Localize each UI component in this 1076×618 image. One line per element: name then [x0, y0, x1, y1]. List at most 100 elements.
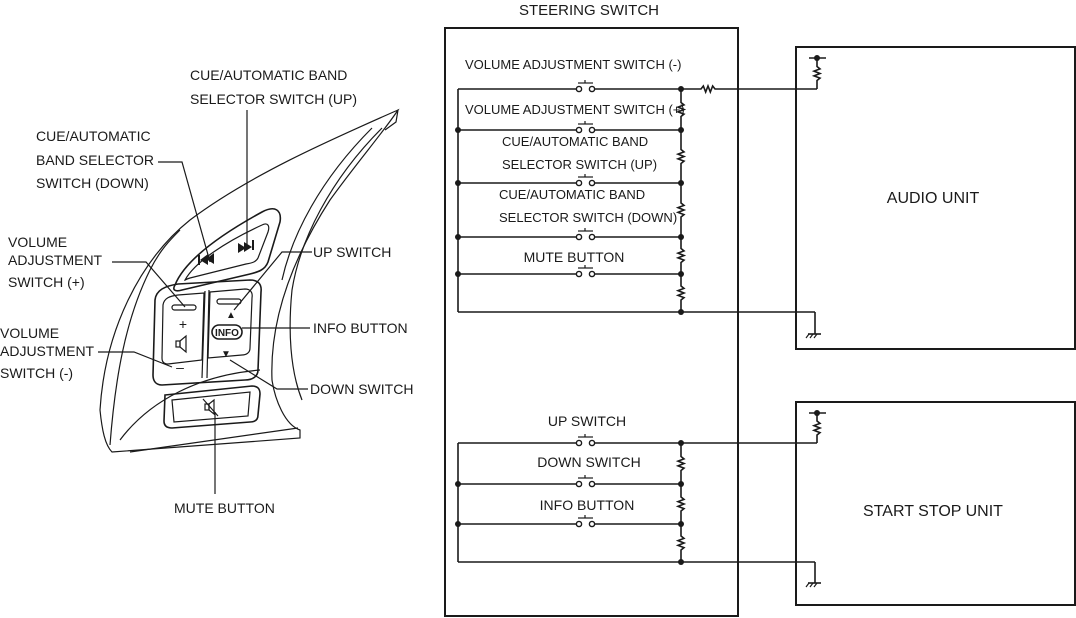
- svg-text:VOLUME: VOLUME: [8, 234, 67, 250]
- ladder-resistor: [675, 484, 687, 524]
- previous-track-icon: [198, 253, 214, 265]
- volume-switch-pad[interactable]: [161, 292, 205, 365]
- switch-contact: [575, 233, 583, 241]
- ground-hatch: [809, 582, 814, 588]
- switch-contact: [575, 439, 583, 447]
- info-switch-pad[interactable]: [207, 288, 253, 359]
- switch-contact: [575, 270, 583, 278]
- switch-contact: [588, 233, 596, 241]
- push-switch-2: [575, 174, 596, 187]
- callout-info-button: INFO BUTTON: [313, 320, 408, 336]
- info-indicator-bar: [216, 298, 242, 305]
- svg-text:ADJUSTMENT: ADJUSTMENT: [8, 252, 103, 268]
- switch-contact: [575, 179, 583, 187]
- svg-text:SELECTOR SWITCH (UP): SELECTOR SWITCH (UP): [190, 91, 357, 107]
- next-track-icon: [238, 240, 254, 253]
- push-switch-2: [575, 515, 596, 528]
- svg-text:SWITCH (DOWN): SWITCH (DOWN): [36, 175, 149, 191]
- info-glyph: INFO: [215, 328, 239, 339]
- switch-label: SELECTOR SWITCH (UP): [502, 157, 657, 172]
- switch-divider: [201, 290, 206, 379]
- audio-unit-label: AUDIO UNIT: [887, 190, 980, 207]
- callout-cue-up: CUE/AUTOMATIC BAND SELECTOR SWITCH (UP): [190, 67, 357, 107]
- ladder-resistor: [675, 274, 687, 312]
- unit-internals: [681, 55, 826, 588]
- info-button-icon[interactable]: [211, 324, 243, 340]
- speaker-icon: [175, 334, 187, 354]
- switch-label: CUE/AUTOMATIC BAND: [502, 134, 648, 149]
- ladder-resistor: [675, 524, 687, 562]
- ladder-resistor: [675, 130, 687, 183]
- svg-text:SWITCH (-): SWITCH (-): [0, 365, 73, 381]
- ground-hatch: [813, 333, 818, 339]
- series-resistor: [681, 83, 735, 95]
- callout-vol-plus: VOLUME ADJUSTMENT SWITCH (+): [8, 234, 103, 290]
- ladder-resistor: [675, 237, 687, 274]
- push-switch-0: [575, 80, 596, 93]
- svg-text:BAND SELECTOR: BAND SELECTOR: [36, 152, 154, 168]
- switch-contact: [575, 480, 583, 488]
- cue-band-button-inner: [184, 223, 270, 281]
- startstop-ground-symbol: [805, 562, 821, 588]
- down-arrow-glyph: ▼: [221, 349, 231, 360]
- callout-down-switch: DOWN SWITCH: [310, 381, 413, 397]
- switch-contact: [588, 179, 596, 187]
- switch-contact: [588, 85, 596, 93]
- push-switch-4: [575, 265, 596, 278]
- switch-contact: [588, 480, 596, 488]
- spoke-bottom-line: [129, 427, 299, 453]
- spoke-top-edge: [384, 109, 399, 131]
- leader-vol-plus: [112, 261, 186, 308]
- steering-switch-box: [444, 27, 739, 617]
- leader-vol-minus: [98, 351, 173, 368]
- switch-contact: [575, 85, 583, 93]
- switch-label: VOLUME ADJUSTMENT SWITCH (+): [465, 102, 685, 117]
- svg-text:ADJUSTMENT: ADJUSTMENT: [0, 343, 95, 359]
- leader-up-switch: [233, 251, 312, 311]
- steering-switch-illustration: + – ▲ INFO ▼ CUE/AUTOMATIC BAND: [0, 67, 413, 516]
- switch-contact: [588, 520, 596, 528]
- switch-contact: [588, 126, 596, 134]
- mute-button-outer[interactable]: [163, 385, 261, 429]
- svg-text:VOLUME: VOLUME: [0, 325, 59, 341]
- audio-pullup: [809, 55, 826, 89]
- switch-block-outer: [152, 279, 262, 386]
- startstop-pullup: [809, 410, 826, 443]
- spoke-outer-outline: [99, 108, 400, 453]
- steering-switch-title: STEERING SWITCH: [519, 2, 659, 19]
- spoke-bottom-sweep: [119, 369, 261, 441]
- pullup-resistor: [811, 58, 823, 89]
- audio-ground-symbol: [805, 312, 821, 339]
- push-switch-3: [575, 228, 596, 241]
- switch-label: MUTE BUTTON: [524, 249, 625, 265]
- switch-contact: [575, 126, 583, 134]
- cue-band-button-outer[interactable]: [173, 208, 282, 292]
- push-switch-1: [575, 475, 596, 488]
- switch-divider-2: [206, 289, 210, 379]
- ground-hatch: [813, 582, 818, 588]
- switch-contact: [575, 520, 583, 528]
- switch-label: INFO BUTTON: [540, 497, 635, 513]
- push-switch-0: [575, 434, 596, 447]
- switch-contact: [588, 439, 596, 447]
- callout-cue-down: CUE/AUTOMATIC BAND SELECTOR SWITCH (DOWN…: [36, 128, 154, 191]
- minus-glyph: –: [176, 359, 184, 375]
- svg-text:CUE/AUTOMATIC BAND: CUE/AUTOMATIC BAND: [190, 67, 347, 83]
- leader-cue-down: [158, 161, 211, 263]
- ground-hatch: [805, 333, 810, 339]
- switch-label: DOWN SWITCH: [537, 454, 640, 470]
- up-arrow-glyph: ▲: [226, 310, 236, 321]
- ladder-resistor: [675, 443, 687, 484]
- ground-hatch: [805, 582, 810, 588]
- start-stop-unit-label: START STOP UNIT: [863, 503, 1003, 520]
- spoke-inner-curve-2: [281, 127, 373, 281]
- spoke-left-curve: [109, 229, 181, 446]
- switch-label: VOLUME ADJUSTMENT SWITCH (-): [465, 57, 681, 72]
- spoke-inner-curve-1: [289, 127, 383, 401]
- ground-hatch: [809, 333, 814, 339]
- svg-text:SWITCH (+): SWITCH (+): [8, 274, 85, 290]
- leader-down-switch: [229, 359, 308, 390]
- switch-contact: [588, 270, 596, 278]
